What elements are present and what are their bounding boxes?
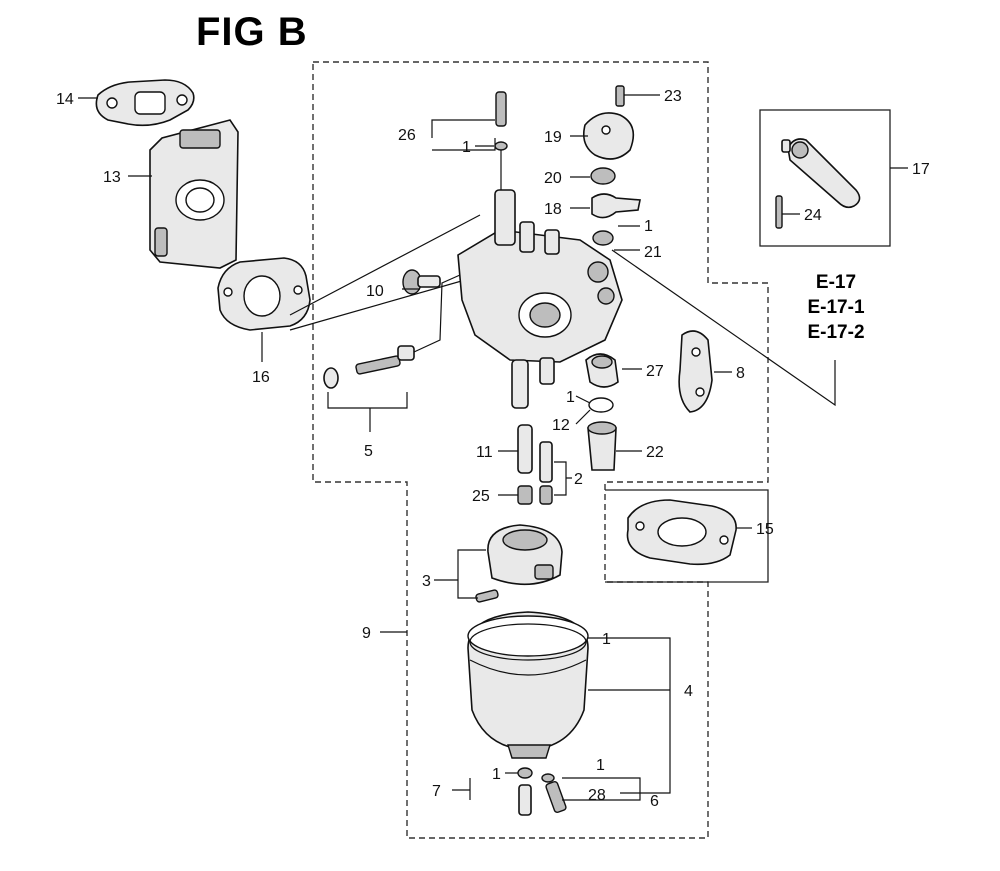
reference-e17-1: E-17-1 (807, 297, 865, 318)
callout-5: 5 (364, 443, 373, 460)
o-ring-21 (592, 230, 614, 246)
callout-1-screw: 1 (596, 757, 605, 774)
pilot-screw-5 (323, 274, 461, 389)
callout-6: 6 (650, 793, 659, 810)
assembly-boundary (312, 61, 769, 839)
screw-26 (494, 91, 508, 190)
callout-18: 18 (544, 201, 562, 218)
callout-17: 17 (912, 161, 930, 178)
kit-frame-15 (605, 489, 769, 583)
callout-15: 15 (756, 521, 774, 538)
float-gasket-8 (678, 330, 713, 413)
callout-16: 16 (252, 369, 270, 386)
callout-22: 22 (646, 444, 664, 461)
callout-3: 3 (422, 573, 431, 590)
screw-10 (402, 269, 441, 295)
callout-2: 2 (574, 471, 583, 488)
gasket-14 (95, 79, 195, 127)
float-pin (475, 589, 499, 603)
main-jet-22 (587, 421, 617, 471)
callout-28: 28 (588, 787, 606, 804)
screw-28 (541, 773, 567, 814)
callout-9: 9 (362, 625, 371, 642)
reference-list: E-17 E-17-1 E-17-2 (796, 270, 876, 345)
callout-1-top: 1 (462, 139, 471, 156)
kit-frame-17 (759, 109, 891, 247)
drain-screw-7 (517, 767, 533, 816)
needle-11 (517, 424, 533, 474)
leader-lines (78, 94, 908, 774)
reference-e17: E-17 (815, 272, 857, 293)
carburetor-body (457, 189, 623, 409)
bracket-4 (588, 637, 671, 794)
gasket-15 (626, 499, 737, 566)
reference-e17-2: E-17-2 (807, 322, 865, 343)
bracket-5 (327, 392, 408, 409)
callout-1-drain: 1 (492, 766, 501, 783)
callout-4: 4 (684, 683, 693, 700)
callout-23: 23 (664, 88, 682, 105)
callout-labels: 14 13 16 10 5 26 1 23 19 20 18 1 21 27 8… (56, 88, 930, 810)
valve-seat-27 (585, 353, 619, 388)
callout-14: 14 (56, 91, 74, 108)
gasket-16 (217, 257, 311, 331)
figure-title: FIG B (196, 10, 308, 54)
callout-8: 8 (736, 365, 745, 382)
callout-20: 20 (544, 170, 562, 187)
bracket-3 (457, 549, 486, 599)
callout-24: 24 (804, 207, 822, 224)
callout-21: 21 (644, 244, 662, 261)
seal-20 (590, 167, 616, 185)
leader-reference (611, 249, 836, 407)
callout-19: 19 (544, 129, 562, 146)
bracket-7-28 (452, 777, 641, 801)
spring-25 (517, 485, 553, 505)
callout-12: 12 (552, 417, 570, 434)
choke-lever-17 (781, 138, 861, 209)
callout-11: 11 (476, 444, 493, 461)
callout-27: 27 (646, 363, 664, 380)
valve-18 (591, 193, 641, 219)
pin-24 (775, 195, 783, 229)
insulator-13 (149, 119, 239, 269)
cover-19 (582, 85, 635, 160)
callout-25: 25 (472, 488, 490, 505)
callout-13: 13 (103, 169, 121, 186)
float-bowl (467, 611, 589, 759)
float-3 (487, 524, 563, 586)
callout-1-bowl: 1 (602, 631, 611, 648)
pin-2 (539, 441, 553, 483)
callout-1-valve: 1 (644, 218, 653, 235)
callout-1-jet: 1 (566, 389, 575, 406)
o-ring-12 (588, 397, 614, 413)
callout-7: 7 (432, 783, 441, 800)
callout-10: 10 (366, 283, 384, 300)
callout-26: 26 (398, 127, 416, 144)
